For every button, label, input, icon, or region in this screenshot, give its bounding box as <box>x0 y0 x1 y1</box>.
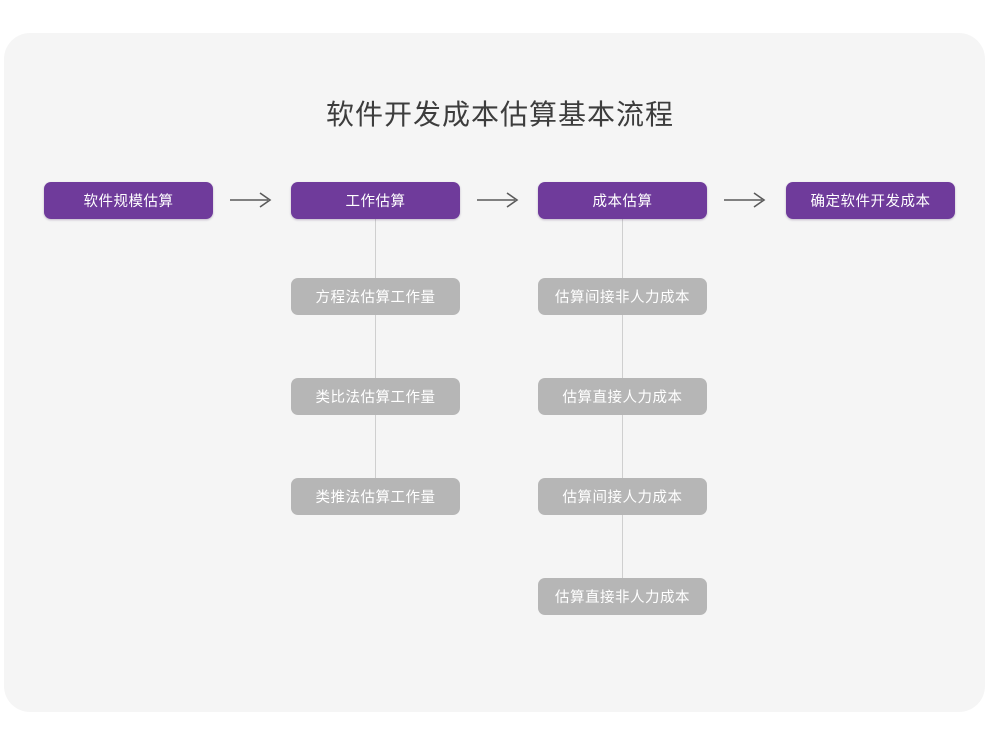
connector-line-stage2-1 <box>374 219 376 278</box>
stage-box-cost-estimation[interactable]: 成本估算 <box>538 182 707 219</box>
substep-box-analogy-inference-method-effort[interactable]: 类推法估算工作量 <box>291 478 460 515</box>
substep-box-indirect-labor-cost[interactable]: 估算间接人力成本 <box>538 478 707 515</box>
connector-line-stage3-2 <box>621 315 623 378</box>
arrow-stage2-to-stage3 <box>477 190 521 210</box>
connector-line-stage3-4 <box>621 515 623 578</box>
page-title: 软件开发成本估算基本流程 <box>325 99 674 130</box>
connector-line-stage2-2 <box>374 315 376 378</box>
stage-box-effort-estimation[interactable]: 工作估算 <box>291 182 460 219</box>
connector-line-stage3-3 <box>621 415 623 478</box>
substep-box-equation-method-effort[interactable]: 方程法估算工作量 <box>291 278 460 315</box>
substep-box-indirect-nonlabor-cost[interactable]: 估算间接非人力成本 <box>538 278 707 315</box>
substep-box-direct-nonlabor-cost[interactable]: 估算直接非人力成本 <box>538 578 707 615</box>
stage-box-determine-development-cost[interactable]: 确定软件开发成本 <box>786 182 955 219</box>
connector-line-stage2-3 <box>374 415 376 478</box>
arrow-stage3-to-stage4 <box>724 190 768 210</box>
substep-box-direct-labor-cost[interactable]: 估算直接人力成本 <box>538 378 707 415</box>
connector-line-stage3-1 <box>621 219 623 278</box>
stage-box-software-scale-estimation[interactable]: 软件规模估算 <box>44 182 213 219</box>
arrow-stage1-to-stage2 <box>230 190 274 210</box>
substep-box-analogy-method-effort[interactable]: 类比法估算工作量 <box>291 378 460 415</box>
diagram-card <box>4 33 985 712</box>
